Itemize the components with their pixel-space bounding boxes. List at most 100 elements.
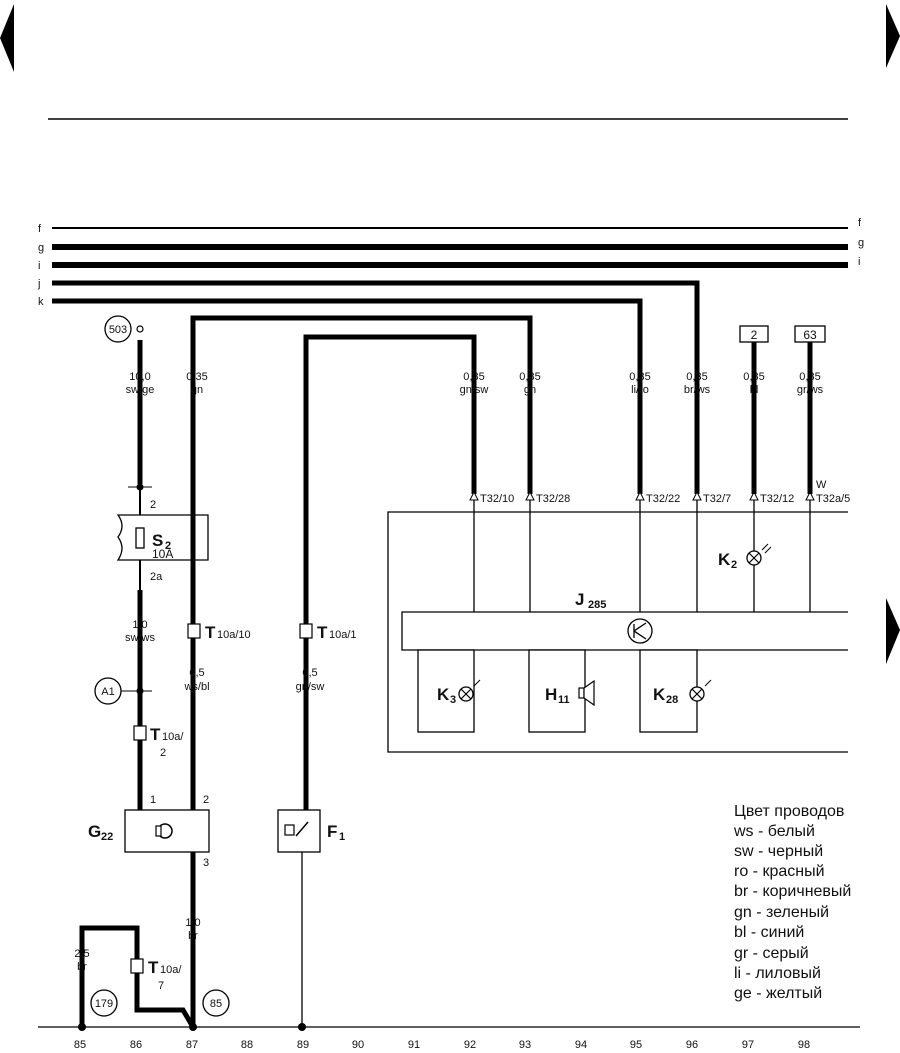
k28-lamp-icon-x [691,688,703,700]
k3-label: K [437,685,450,704]
k2-lamp-icon-x [748,552,760,564]
wire-gauge: 0,35 [629,371,650,383]
wire-color: gn [191,384,203,396]
wire-gauge: 1,0 [132,619,147,631]
bus-label-i-right: i [858,256,860,268]
wire-gauge: 0,35 [686,371,707,383]
ground-dot [298,1023,306,1031]
connector-t10a1-sub: 10a/1 [329,629,357,641]
j285-sub: 285 [588,599,606,611]
k2-light-ray [764,546,772,554]
track-number: 89 [297,1039,309,1051]
ground-dot [78,1023,86,1031]
legend-item: li - лиловый [734,965,821,982]
k2-sub: 2 [731,559,737,571]
ref-box-63-label: 63 [803,328,817,342]
bus-label-i-left: i [38,260,40,272]
j285-outline [387,511,848,753]
forward-page-arrow-icon[interactable] [886,598,900,664]
wire-gauge: 1,0 [185,917,200,929]
pin-arrow-icon [749,490,759,501]
next-page-arrow-icon[interactable] [886,4,900,68]
wire-color: sw/ge [126,384,155,396]
track-number: 88 [241,1039,253,1051]
transistor-icon-lead [633,622,647,632]
s2-sub: 2 [165,540,171,552]
prev-page-arrow-icon[interactable] [0,4,14,72]
wire-gauge: 0,35 [463,371,484,383]
k2-light-ray [761,543,769,551]
connector-t3222: T32/22 [646,493,680,505]
ref-a1-label: A1 [101,686,114,698]
legend-item: br - коричневый [734,883,851,900]
bus-k [52,298,643,494]
g22-label: G [88,822,101,841]
bus-label-g-left: g [38,242,44,254]
track-number: 85 [74,1039,86,1051]
track-number: 87 [186,1039,198,1051]
j285-label: J [575,590,584,609]
connector-t3210: T32/10 [480,493,514,505]
pin-s2-out: 2a [150,571,163,583]
pin-s2-in: 2 [150,499,156,511]
speaker-icon [578,687,585,699]
sensor-icon-core [155,825,162,837]
pin-arrow-icon [525,490,535,501]
track-numbers: 85 86 87 88 89 90 91 92 93 94 95 96 97 9… [74,1039,810,1051]
pin-arrow-icon [469,490,479,501]
track-number: 95 [630,1039,642,1051]
wire-color: br [188,930,198,942]
s2-label: S [152,531,163,550]
k28-label: K [653,685,666,704]
f1-box [277,809,321,853]
track-number: 98 [798,1039,810,1051]
g22-sub: 22 [101,831,113,843]
bus-lines [52,227,848,494]
ref-85-label: 85 [210,998,222,1010]
k3-lamp-icon-x [460,688,472,700]
bus-j [52,280,700,494]
wire-gauge: 0,5 [189,667,204,679]
wire-color: gn [524,384,536,396]
wire-color: br/ws [684,384,711,396]
f1-sub: 1 [339,831,345,843]
pin-w-letter: W [816,479,827,491]
wire-color: br [77,961,87,973]
wire-gnsw-f1 [303,334,477,810]
connector-t3212: T32/12 [760,493,794,505]
connector-t327: T32/7 [703,493,731,505]
h11-box [528,649,586,733]
ref-85-circle [202,989,230,1017]
bus-label-k-left: k [38,296,44,308]
ref-503-label: 503 [109,324,127,336]
bus-label-j-left: j [37,278,40,290]
switch-icon [284,824,295,836]
bus-label-f-right: f [858,217,862,229]
wire-gauge: 0,5 [302,667,317,679]
k28-light-ray [704,679,712,687]
legend-item: ge - желтый [734,985,822,1002]
pin-arrow-icon [805,490,815,501]
k3-sub: 3 [450,694,456,706]
f1-label: F [327,822,337,841]
pin-arrow-icon [692,490,702,501]
wire-color: li/ro [631,384,649,396]
ref-box-2-label: 2 [751,328,758,342]
terminal-503 [136,325,144,333]
track-number: 96 [686,1039,698,1051]
connector-t10a7-base: T [148,958,159,977]
connector-t10a2-sub: 10a/ [162,731,184,743]
speaker-icon-cone [583,679,595,707]
h11-label: H [545,685,557,704]
fuse-holder [116,514,209,561]
bus-label-g-right: g [858,237,864,249]
bus-labels: f g i j k f g i [37,217,864,308]
track-number: 94 [575,1039,587,1051]
transistor-icon-lead [633,630,647,640]
ref-503-circle [104,315,132,343]
cluster-pins [469,490,815,612]
connector-t10a2-base: T [150,725,161,744]
switch-icon-lever [295,821,309,837]
connector-t32a5: T32a/5 [816,493,850,505]
